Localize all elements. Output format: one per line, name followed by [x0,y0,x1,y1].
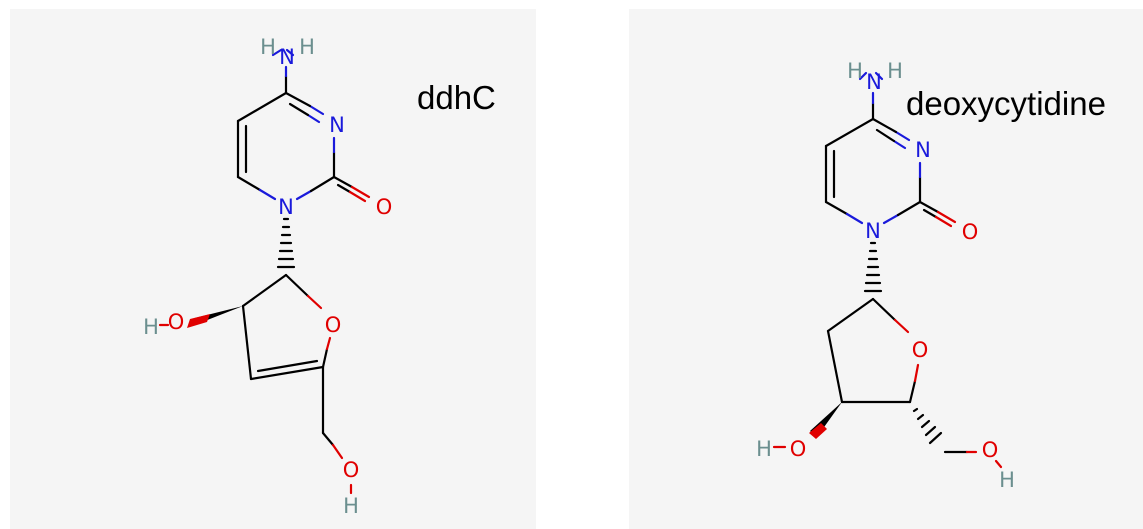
bond-ch2oh-o-h [994,459,1003,469]
bond-c2prime-c3prime [241,304,253,381]
atom-amine-n: N [866,70,882,94]
bond-c1prime-c2prime [241,273,288,308]
bond-c6-n1-n [845,212,864,225]
bond-c2-o [332,175,354,189]
bond-n3-c4-n [308,104,325,116]
bond-n1-c2-n [882,213,900,225]
bond-c3prime-oh-wedge-red [809,423,827,439]
atom-amine-h2: H [299,35,315,59]
bond-c4prime-o4prime-o [913,363,920,383]
atom-carbonyl-o: O [376,195,393,219]
atom-ring-n3: N [915,138,931,162]
bond-c1prime-o4prime [284,273,310,298]
bond-c4prime-c5prime-hashed [912,407,943,445]
atom-amine-h1: H [260,35,276,59]
bond-c1prime-o4prime [871,297,897,322]
bond-c2prime-c3prime [826,329,844,404]
bond-c1prime-o4prime-o [893,318,910,334]
bond-n3-c4-double [875,128,896,143]
bond-c2-o-double [922,208,938,219]
bond-amine-n-h1 [271,48,283,57]
bond-amine-n-h1 [858,71,868,81]
molecule-name-label: deoxycytidine [906,85,1106,122]
bond-n3-c4 [284,91,312,108]
bond-c2-o-o [350,185,371,199]
atom-ring-o4prime: O [325,313,342,337]
atom-ch2oh-o: O [982,438,999,462]
atom-ring-n1: N [865,219,881,243]
bond-c1prime-o4prime-o [306,294,323,310]
bond-c4-c5 [824,117,875,148]
bond-c2-o-o [936,210,957,224]
structure-panel-ddhc: H H N N N O H O O O H ddhC [10,9,536,529]
bond-c2prime-oh-wedge-red [187,314,210,328]
atom-ring-n3: N [329,113,345,137]
bond-amine-n-h2 [874,71,884,81]
atom-hydroxyl-o: O [168,310,185,334]
atom-amine-h1: H [847,59,863,83]
bond-n1-c2 [896,200,922,217]
bond-c4prime-o4prime [908,379,917,404]
bond-c4prime-o4prime-o [325,336,332,351]
bond-n1-c1prime-hashed [276,217,296,269]
atom-hydroxyl-h: H [756,437,772,461]
atom-ring-o4prime: O [912,338,929,362]
bond-c2-o [918,200,940,214]
bond-n1-c1prime-hashed [863,241,883,293]
bond-c4-c5 [236,91,288,123]
bond-c2-o-double-o [348,190,367,203]
atom-hydroxyl-o: O [790,437,807,461]
atom-carbonyl-o: O [962,220,979,244]
atom-ch2oh-h: H [999,468,1015,492]
bond-c3prime-c4prime [249,365,325,381]
atom-ring-n1: N [278,195,294,219]
bond-n3-c4-n [894,130,911,142]
atom-amine-n: N [279,45,295,69]
bond-c2-o-double-o [934,215,953,228]
bond-amine-n-h2 [285,48,295,57]
bond-c5prime-o5prime-o [331,443,344,460]
atom-hydroxyl-h: H [143,315,159,339]
atom-amine-h2: H [887,59,903,83]
bond-c2-o-double [336,183,352,194]
atom-ch2oh-h: H [343,494,359,518]
bond-n3-c4-double-n [306,113,321,124]
molecule-name-label: ddhC [417,79,496,116]
bond-c1prime-c2prime [826,297,875,333]
bond-n3-c4-double-n [892,139,907,150]
bond-n3-c4-double [288,102,310,117]
bond-c3prime-c4prime-double [256,359,319,373]
ddhc-structure-diagram: H H N N N O H O O O H [143,35,393,518]
bond-c6-n1-n [258,188,277,201]
bond-n1-c2 [309,175,336,193]
bond-n3-c4 [871,117,898,134]
bond-n1-c2-n [295,189,313,201]
bond-c6-n1 [824,200,849,216]
bond-c6-n1 [236,175,262,192]
structure-panel-deoxycytidine: H H N N N O O H O O H deoxycytidine [629,9,1143,529]
deoxycytidine-structure-diagram: H H N N N O O H O O H [756,59,1015,492]
atom-ch2oh-o: O [343,458,360,482]
bond-c4prime-o4prime [321,347,329,369]
bond-c5prime-o5prime [321,431,335,447]
